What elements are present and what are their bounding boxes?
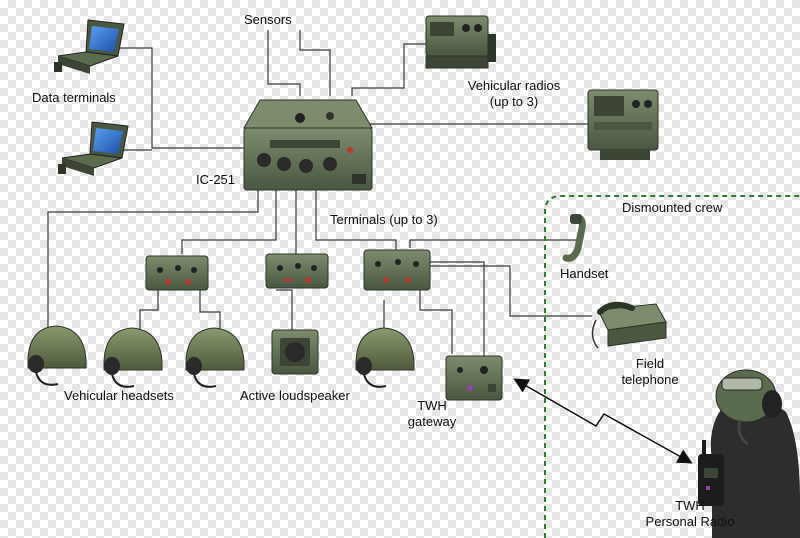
twh-personal-radio-icon bbox=[698, 440, 724, 506]
active-loudspeaker-label: Active loudspeaker bbox=[240, 388, 350, 403]
handset-icon bbox=[562, 214, 586, 262]
ic251-label: IC-251 bbox=[196, 172, 236, 187]
twh-gateway-label: TWH gateway bbox=[392, 398, 472, 430]
twh-gateway-label-line1: TWH bbox=[417, 398, 447, 413]
loudspeaker-icon bbox=[271, 329, 319, 375]
field-telephone-label-line2: telephone bbox=[621, 372, 679, 387]
vehicular-radio-top bbox=[425, 15, 496, 69]
vehicular-headsets-label: Vehicular headsets bbox=[64, 388, 174, 403]
vehicular-radios-label-line1: Vehicular radios bbox=[467, 78, 561, 93]
twh-gateway-device bbox=[445, 355, 503, 401]
helmet-icon-3 bbox=[185, 327, 245, 388]
ic251-unit bbox=[243, 99, 373, 191]
vehicular-radio-right bbox=[587, 89, 659, 160]
data-terminal-laptop-bottom bbox=[58, 121, 129, 176]
dismounted-crew-border bbox=[544, 195, 800, 538]
dismounted-crew-label: Dismounted crew bbox=[622, 200, 723, 215]
data-terminals-label: Data terminals bbox=[32, 90, 116, 105]
wireless-link bbox=[513, 378, 693, 464]
terminal-box-2 bbox=[265, 253, 329, 289]
twh-personal-radio-label-line1: TWH bbox=[675, 498, 705, 513]
terminal-box-3 bbox=[363, 249, 431, 291]
terminals-label: Terminals (up to 3) bbox=[330, 212, 438, 227]
connection-lines bbox=[47, 30, 592, 356]
field-telephone-icon bbox=[591, 301, 667, 349]
twh-personal-radio-label: TWH Personal Radio bbox=[630, 498, 750, 530]
handset-label: Handset bbox=[560, 266, 609, 281]
helmet-icon-2 bbox=[103, 327, 163, 388]
data-terminal-laptop-top bbox=[54, 19, 125, 74]
field-telephone-label: Field telephone bbox=[600, 356, 700, 388]
twh-gateway-label-line2: gateway bbox=[407, 414, 457, 429]
terminal-box-1 bbox=[145, 255, 209, 291]
vehicular-radios-label: Vehicular radios (up to 3) bbox=[454, 78, 574, 110]
field-telephone-label-line1: Field bbox=[635, 356, 665, 371]
helmet-icon-4 bbox=[355, 327, 415, 388]
soldier-figure bbox=[710, 369, 800, 538]
twh-personal-radio-label-line2: Personal Radio bbox=[645, 514, 735, 529]
vehicular-radios-label-line2: (up to 3) bbox=[489, 94, 539, 109]
sensors-label: Sensors bbox=[244, 12, 292, 27]
helmet-icon-1 bbox=[27, 325, 87, 386]
